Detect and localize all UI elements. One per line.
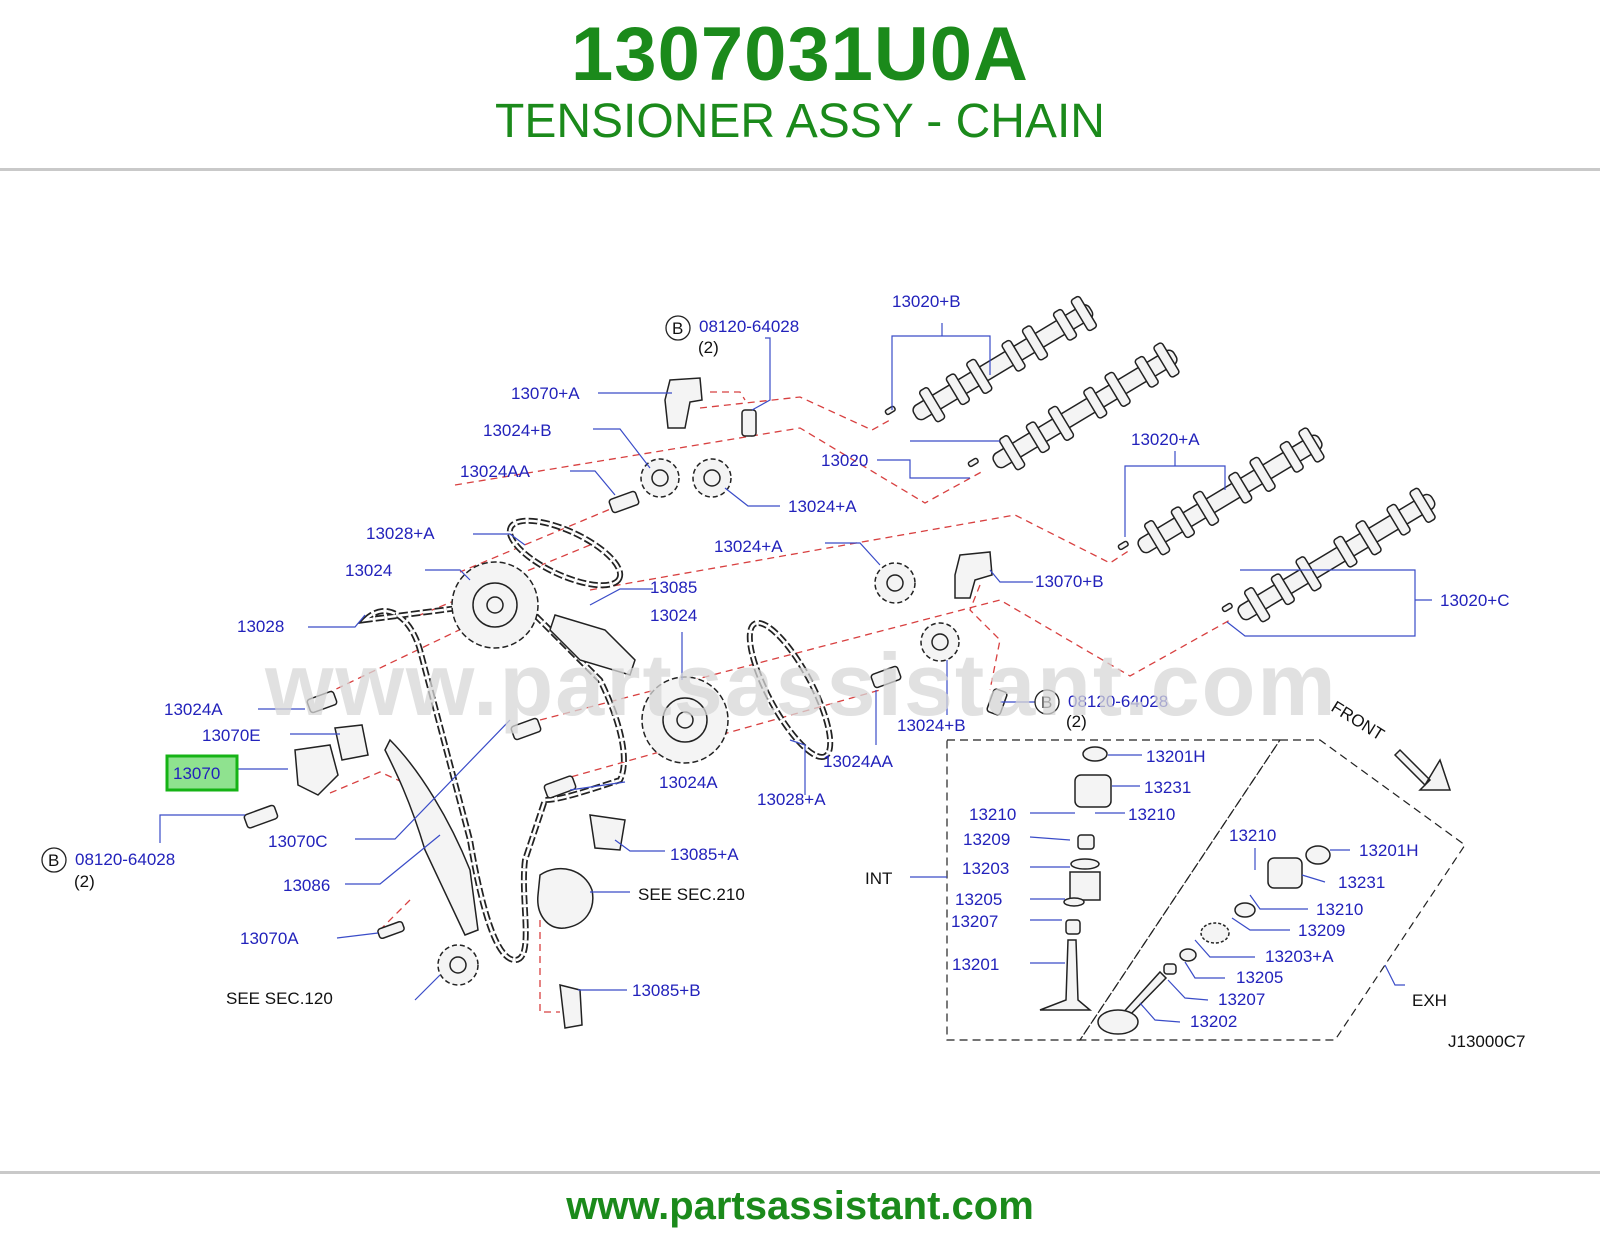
label-13201-int[interactable]: 13201	[952, 955, 999, 974]
label-13020-c[interactable]: 13020+C	[1440, 591, 1509, 610]
label-13207-exh[interactable]: 13207	[1218, 990, 1265, 1009]
diagram-code: J13000C7	[1448, 1032, 1526, 1051]
label-13205-int[interactable]: 13205	[955, 890, 1002, 909]
label-13210-exh-top[interactable]: 13210	[1229, 826, 1276, 845]
label-bolt-mid[interactable]: 08120-64028	[1068, 692, 1168, 711]
label-exh: EXH	[1412, 991, 1447, 1010]
label-bolt-top[interactable]: 08120-64028	[699, 317, 799, 336]
label-13201h-exh[interactable]: 13201H	[1359, 841, 1419, 860]
bolt-marker-left-circle	[41, 847, 67, 873]
label-13085-a[interactable]: 13085+A	[670, 845, 739, 864]
label-13024a-left[interactable]: 13024A	[164, 700, 223, 719]
camshaft-main	[992, 342, 1180, 471]
label-13210-exh[interactable]: 13210	[1316, 900, 1363, 919]
valve-train	[946, 739, 1466, 1041]
label-13028-a-low[interactable]: 13028+A	[757, 790, 826, 809]
label-13203-a-exh[interactable]: 13203+A	[1265, 947, 1334, 966]
label-13231-int[interactable]: 13231	[1144, 778, 1191, 797]
bolt-marker-left: B	[48, 851, 59, 870]
label-bolt-mid-qty: (2)	[1066, 712, 1087, 731]
guides-and-tensioners	[243, 377, 1008, 1029]
label-13201h-int[interactable]: 13201H	[1146, 747, 1206, 766]
label-13070[interactable]: 13070	[173, 764, 220, 783]
label-13024-mid[interactable]: 13024	[650, 606, 697, 625]
label-13024-a-mid[interactable]: 13024+A	[714, 537, 783, 556]
camshaft-c	[1237, 487, 1436, 623]
label-13070-a[interactable]: 13070+A	[511, 384, 580, 403]
watermark: www.partsassistant.com	[265, 635, 1338, 734]
label-13231-exh[interactable]: 13231	[1338, 873, 1385, 892]
label-int: INT	[865, 869, 892, 888]
label-see-sec-120[interactable]: SEE SEC.120	[226, 989, 333, 1008]
header-divider	[0, 168, 1600, 171]
assembly-dashed-lines	[329, 391, 1231, 1013]
label-13020-a[interactable]: 13020+A	[1131, 430, 1200, 449]
label-13085[interactable]: 13085	[650, 578, 697, 597]
parts-diagram: B B B 13020+B 08120-64028 (2) 13070+A 13…	[41, 292, 1526, 1051]
label-13070c[interactable]: 13070C	[268, 832, 328, 851]
label-13210-int-a[interactable]: 13210	[969, 805, 1016, 824]
label-13202-exh[interactable]: 13202	[1190, 1012, 1237, 1031]
label-13205-exh[interactable]: 13205	[1236, 968, 1283, 987]
highlight-box-13070	[165, 754, 239, 792]
label-13028[interactable]: 13028	[237, 617, 284, 636]
timing-chains	[356, 517, 834, 964]
label-13209-exh[interactable]: 13209	[1298, 921, 1345, 940]
label-13028-a-top[interactable]: 13028+A	[366, 524, 435, 543]
camshaft-a	[1137, 427, 1325, 556]
label-13085-b[interactable]: 13085+B	[632, 981, 701, 1000]
label-13203-int[interactable]: 13203	[962, 859, 1009, 878]
part-number-title: 1307031U0A	[571, 12, 1029, 97]
label-13086[interactable]: 13086	[283, 876, 330, 895]
bolt-marker-mid: B	[1041, 693, 1052, 712]
label-13070e[interactable]: 13070E	[202, 726, 261, 745]
sprockets	[437, 458, 960, 986]
label-13020[interactable]: 13020	[821, 451, 868, 470]
label-13024aa-low[interactable]: 13024AA	[823, 752, 894, 771]
label-13209-int[interactable]: 13209	[963, 830, 1010, 849]
page-header: 1307031U0A TENSIONER ASSY - CHAIN	[0, 0, 1600, 170]
cam-dowel-pins	[884, 405, 1233, 613]
label-bolt-left-qty: (2)	[74, 872, 95, 891]
label-13024aa-top[interactable]: 13024AA	[460, 462, 531, 481]
label-13024-b-top[interactable]: 13024+B	[483, 421, 552, 440]
bolt-marker-top: B	[672, 319, 683, 338]
bolt-marker-top-circle	[665, 315, 691, 341]
leader-lines	[159, 323, 1432, 1023]
label-see-sec-210[interactable]: SEE SEC.210	[638, 885, 745, 904]
label-13020-b[interactable]: 13020+B	[892, 292, 961, 311]
label-13024a-low[interactable]: 13024A	[659, 773, 718, 792]
part-name-subtitle: TENSIONER ASSY - CHAIN	[495, 95, 1105, 148]
label-13207-int[interactable]: 13207	[951, 912, 998, 931]
label-bolt-left[interactable]: 08120-64028	[75, 850, 175, 869]
bolt-markers: B B B	[41, 315, 1060, 873]
part-labels: 13020+B 08120-64028 (2) 13070+A 13024+B …	[74, 292, 1526, 1051]
footer-divider	[0, 1171, 1600, 1174]
label-bolt-top-qty: (2)	[698, 338, 719, 357]
label-13210-int-b[interactable]: 13210	[1128, 805, 1175, 824]
label-13070a[interactable]: 13070A	[240, 929, 299, 948]
label-13024-a-top[interactable]: 13024+A	[788, 497, 857, 516]
camshaft-b	[912, 295, 1098, 423]
bolt-marker-mid-circle	[1034, 689, 1060, 715]
footer-url[interactable]: www.partsassistant.com	[566, 1184, 1034, 1228]
label-13070-b[interactable]: 13070+B	[1035, 572, 1104, 591]
label-13024-left[interactable]: 13024	[345, 561, 392, 580]
label-13024-b-low[interactable]: 13024+B	[897, 716, 966, 735]
